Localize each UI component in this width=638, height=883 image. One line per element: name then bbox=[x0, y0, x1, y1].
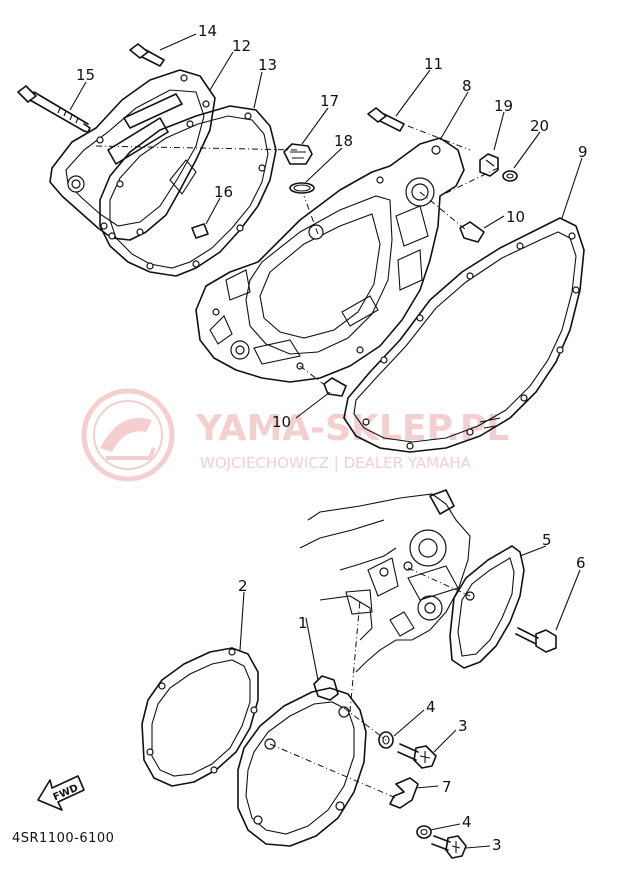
part-7-clamp bbox=[389, 777, 419, 809]
part-13-gasket bbox=[99, 105, 277, 277]
callout-20: 20 bbox=[530, 117, 549, 135]
callout-1: 1 bbox=[298, 614, 308, 632]
callout-2: 2 bbox=[238, 577, 248, 595]
part-18-o-ring bbox=[289, 182, 315, 194]
part-16-dowel-pin bbox=[191, 223, 209, 239]
watermark-subtitle: WOJCIECHOWICZ | DEALER YAMAHA bbox=[200, 454, 472, 472]
callout-15: 15 bbox=[76, 66, 95, 84]
callout-8: 8 bbox=[462, 77, 472, 95]
callout-14: 14 bbox=[198, 22, 217, 40]
callout-4-lower: 4 bbox=[462, 813, 472, 831]
part-20-washer bbox=[502, 170, 518, 182]
assembly-axes bbox=[95, 125, 499, 799]
part-5-cover bbox=[449, 545, 525, 669]
watermark-logo-icon bbox=[81, 388, 175, 482]
callout-17: 17 bbox=[320, 92, 339, 110]
callout-leaders bbox=[69, 33, 583, 849]
callout-9: 9 bbox=[578, 143, 588, 161]
callout-18: 18 bbox=[334, 132, 353, 150]
callout-5: 5 bbox=[542, 531, 552, 549]
callout-10-upper: 10 bbox=[506, 208, 525, 226]
callout-12: 12 bbox=[232, 37, 251, 55]
watermark: YAMA-SKLEP.PL WOJCIECHOWICZ | DEALER YAM… bbox=[81, 388, 509, 482]
callout-10-lower: 10 bbox=[272, 413, 291, 431]
part-2-gasket bbox=[141, 647, 259, 787]
part-6-bolt bbox=[515, 627, 557, 653]
callout-13: 13 bbox=[258, 56, 277, 74]
part-9-gasket bbox=[343, 217, 585, 453]
part-17-filler-plug bbox=[283, 143, 313, 165]
callout-labels: 14 12 13 15 11 8 17 18 19 20 9 16 10 10 … bbox=[76, 22, 588, 854]
part-1-generator-cover bbox=[237, 675, 367, 847]
callout-16: 16 bbox=[214, 183, 233, 201]
callout-3-upper: 3 bbox=[458, 717, 468, 735]
callout-6: 6 bbox=[576, 554, 586, 572]
part-3-screw-lower bbox=[431, 835, 467, 859]
part-3-screw-upper bbox=[397, 743, 437, 769]
callout-3-lower: 3 bbox=[492, 836, 502, 854]
diagram-code: 4SR1100-6100 bbox=[12, 831, 114, 846]
callout-11: 11 bbox=[424, 55, 443, 73]
callout-19: 19 bbox=[494, 97, 513, 115]
part-10-dowel-lower bbox=[323, 377, 347, 397]
callout-4-upper: 4 bbox=[426, 698, 436, 716]
callout-7: 7 bbox=[442, 778, 452, 796]
watermark-brand: YAMA-SKLEP.PL bbox=[195, 408, 509, 449]
part-4-washer-upper bbox=[378, 731, 394, 749]
forward-arrow-icon: FWD bbox=[37, 775, 85, 811]
part-14-bolt bbox=[129, 43, 165, 67]
part-4-washer-lower bbox=[416, 825, 432, 839]
part-15-bolt bbox=[17, 85, 91, 133]
engine-case-outline bbox=[299, 489, 471, 673]
part-19-bolt bbox=[479, 153, 499, 177]
part-10-dowel-upper bbox=[459, 221, 485, 243]
part-12-clutch-cover bbox=[49, 69, 216, 241]
part-8-crankcase-cover bbox=[195, 137, 465, 383]
part-11-bolt bbox=[367, 107, 405, 132]
